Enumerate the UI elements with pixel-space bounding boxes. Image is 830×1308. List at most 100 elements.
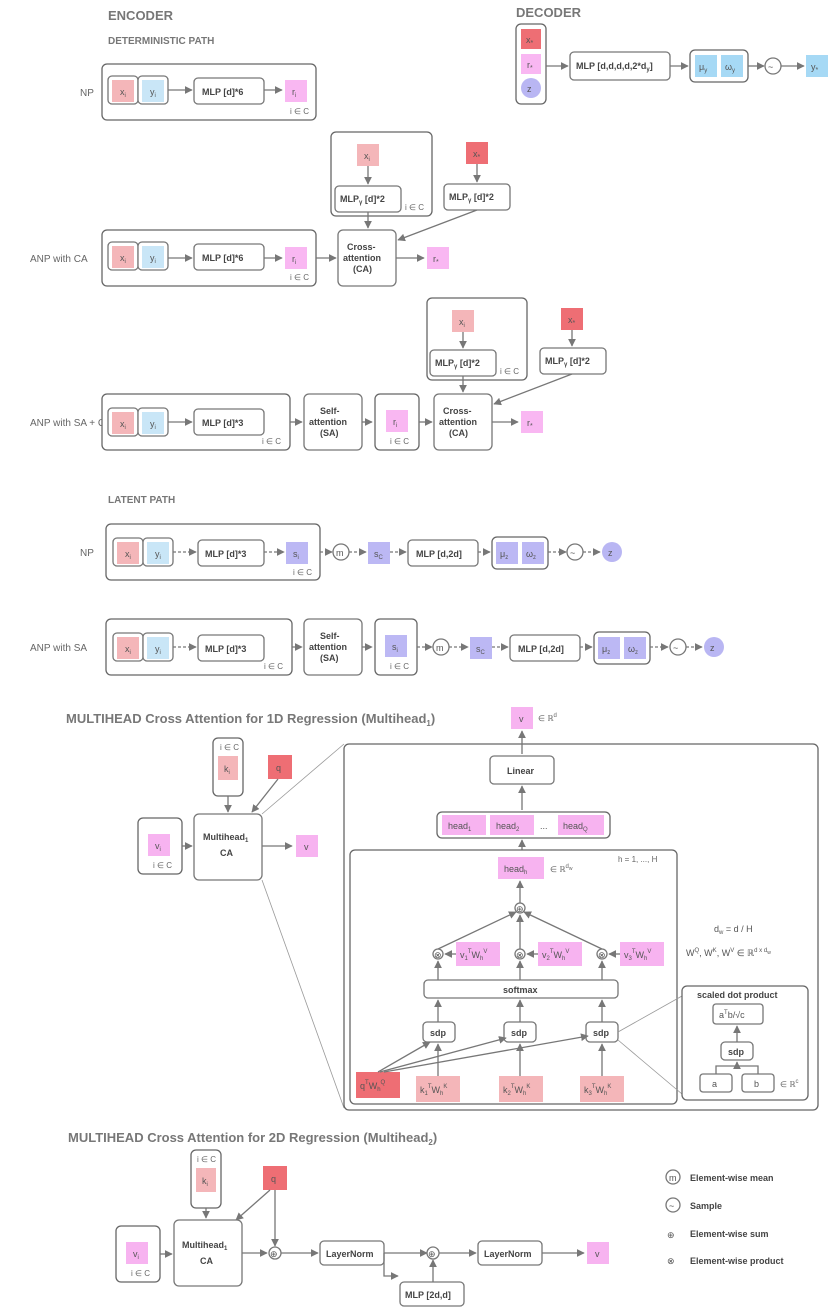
svg-text:i ∈ C: i ∈ C [264, 662, 283, 671]
svg-text:aTb/√c: aTb/√c [719, 1010, 745, 1020]
multihead2-diagram: i ∈ C ki q vi i ∈ C Multihead1 CA ⊕ Laye… [115, 1149, 609, 1307]
svg-text:b: b [754, 1079, 759, 1089]
svg-text:MLPγ [d]*2: MLPγ [d]*2 [449, 192, 494, 204]
svg-text:ωz: ωz [628, 644, 638, 656]
svg-text:m: m [436, 643, 444, 653]
svg-text:MLP [d,2d]: MLP [d,2d] [416, 549, 462, 559]
svg-text:⊕: ⊕ [667, 1230, 675, 1240]
svg-text:xi: xi [120, 87, 126, 99]
svg-text:(CA): (CA) [353, 264, 372, 274]
svg-text:CA: CA [220, 848, 233, 858]
svg-text:attention: attention [439, 417, 477, 427]
svg-text:r*: r* [527, 418, 533, 430]
svg-text:r*: r* [433, 254, 439, 266]
svg-text:MLPγ [d]*2: MLPγ [d]*2 [545, 356, 590, 368]
latent-path-header: LATENT PATH [108, 495, 175, 506]
svg-text:i ∈ C: i ∈ C [153, 861, 172, 870]
svg-text:yi: yi [155, 549, 161, 561]
svg-text:qTWhQ: qTWhQ [360, 1080, 386, 1093]
svg-text:yi: yi [150, 253, 156, 265]
svg-text:MLP [d]*3: MLP [d]*3 [205, 549, 246, 559]
svg-text:m: m [336, 548, 344, 558]
svg-text:(SA): (SA) [320, 653, 339, 663]
row-label-anp-ca: ANP with CA [30, 254, 88, 265]
legend-sample: Sample [690, 1201, 722, 1211]
svg-text:Self-: Self- [320, 406, 340, 416]
svg-text:(SA): (SA) [320, 428, 339, 438]
svg-text:...: ... [540, 821, 548, 831]
svg-text:Self-: Self- [320, 631, 340, 641]
svg-text:ri: ri [393, 417, 397, 429]
svg-text:h = 1, ..., H: h = 1, ..., H [618, 855, 658, 864]
svg-text:m: m [669, 1173, 677, 1183]
svg-text:μz: μz [500, 549, 508, 561]
svg-text:MLP [d,d,d,d,2*dy]: MLP [d,d,d,d,2*dy] [576, 61, 653, 73]
svg-text:k2TWhK: k2TWhK [503, 1084, 530, 1097]
svg-text:a: a [712, 1079, 717, 1089]
svg-text:MLP [d]*3: MLP [d]*3 [205, 644, 246, 654]
svg-text:MLP [2d,d]: MLP [2d,d] [405, 1290, 451, 1300]
legend: m Element-wise mean ~ Sample ⊕ Element-w… [665, 1169, 784, 1266]
mu-y-token [695, 55, 717, 77]
svg-text:vi: vi [133, 1249, 139, 1261]
svg-text:⊗: ⊗ [516, 950, 524, 960]
encoder-header: ENCODER [108, 8, 174, 23]
svg-text:i ∈ C: i ∈ C [500, 367, 519, 376]
svg-text:attention: attention [343, 253, 381, 263]
legend-sum: Element-wise sum [690, 1229, 769, 1239]
svg-text:ki: ki [202, 1176, 208, 1188]
svg-text:yi: yi [155, 644, 161, 656]
svg-text:sdp: sdp [728, 1047, 745, 1057]
svg-text:i ∈ C: i ∈ C [220, 743, 239, 752]
svg-text:WQ, WK, WV ∈ ℝd x dw: WQ, WK, WV ∈ ℝd x dw [686, 948, 771, 958]
svg-text:MLPγ [d]*2: MLPγ [d]*2 [435, 358, 480, 370]
svg-text:headQ: headQ [563, 821, 588, 833]
svg-text:xi: xi [120, 419, 126, 431]
svg-text:i ∈ C: i ∈ C [262, 437, 281, 446]
svg-text:sdp: sdp [593, 1028, 610, 1038]
svg-text:(CA): (CA) [449, 428, 468, 438]
svg-text:i ∈ C: i ∈ C [293, 568, 312, 577]
svg-text:yi: yi [150, 419, 156, 431]
latent-anp-sa-row: xi yi MLP [d]*3 i ∈ C Self- attention (S… [105, 618, 724, 676]
svg-text:sdp: sdp [511, 1028, 528, 1038]
svg-text:q: q [271, 1174, 276, 1184]
svg-text:scaled dot product: scaled dot product [697, 990, 778, 1000]
latent-np-row: xi yi MLP [d]*3 si i ∈ C m sC MLP [d,2d]… [105, 523, 622, 581]
row-label-anp-sa-ca: ANP with SA + CA [30, 418, 112, 429]
svg-text:Cross-: Cross- [443, 406, 472, 416]
svg-text:~: ~ [570, 548, 575, 558]
svg-text:i ∈ C: i ∈ C [290, 273, 309, 282]
svg-text:⊗: ⊗ [598, 950, 606, 960]
svg-text:head1: head1 [448, 821, 472, 833]
svg-text:⊗: ⊗ [434, 950, 442, 960]
svg-text:v: v [595, 1249, 600, 1259]
svg-text:v: v [519, 714, 524, 724]
svg-text:x*: x* [568, 315, 576, 327]
svg-text:v: v [304, 842, 309, 852]
svg-text:vi: vi [155, 841, 161, 853]
svg-text:headh: headh [504, 864, 527, 876]
svg-text:~: ~ [673, 643, 678, 653]
svg-text:Linear: Linear [507, 766, 535, 776]
svg-text:MLP [d]*6: MLP [d]*6 [202, 253, 243, 263]
anp-ca-row: xi MLPγ [d]*2 i ∈ C x* MLPγ [d]*2 xi yi … [101, 131, 511, 287]
svg-text:v1TWhV: v1TWhV [460, 949, 487, 962]
svg-text:Cross-: Cross- [347, 242, 376, 252]
deterministic-path-header: DETERMINISTIC PATH [108, 36, 214, 47]
svg-text:q: q [276, 763, 281, 773]
svg-text:dw = d / H: dw = d / H [714, 924, 753, 936]
svg-text:ωy: ωy [725, 62, 735, 74]
svg-text:∈ ℝdw: ∈ ℝdw [550, 864, 573, 874]
svg-text:ri: ri [292, 87, 296, 99]
svg-text:sC: sC [476, 644, 486, 656]
svg-text:⊕: ⊕ [270, 1249, 278, 1259]
svg-text:k3TWhK: k3TWhK [584, 1084, 611, 1097]
svg-text:z: z [527, 84, 532, 94]
svg-text:attention: attention [309, 642, 347, 652]
svg-text:z: z [608, 548, 613, 558]
svg-text:si: si [392, 642, 398, 654]
svg-text:Multihead1: Multihead1 [182, 1240, 228, 1252]
svg-text:yi: yi [150, 87, 156, 99]
svg-text:Multihead1: Multihead1 [203, 832, 249, 844]
